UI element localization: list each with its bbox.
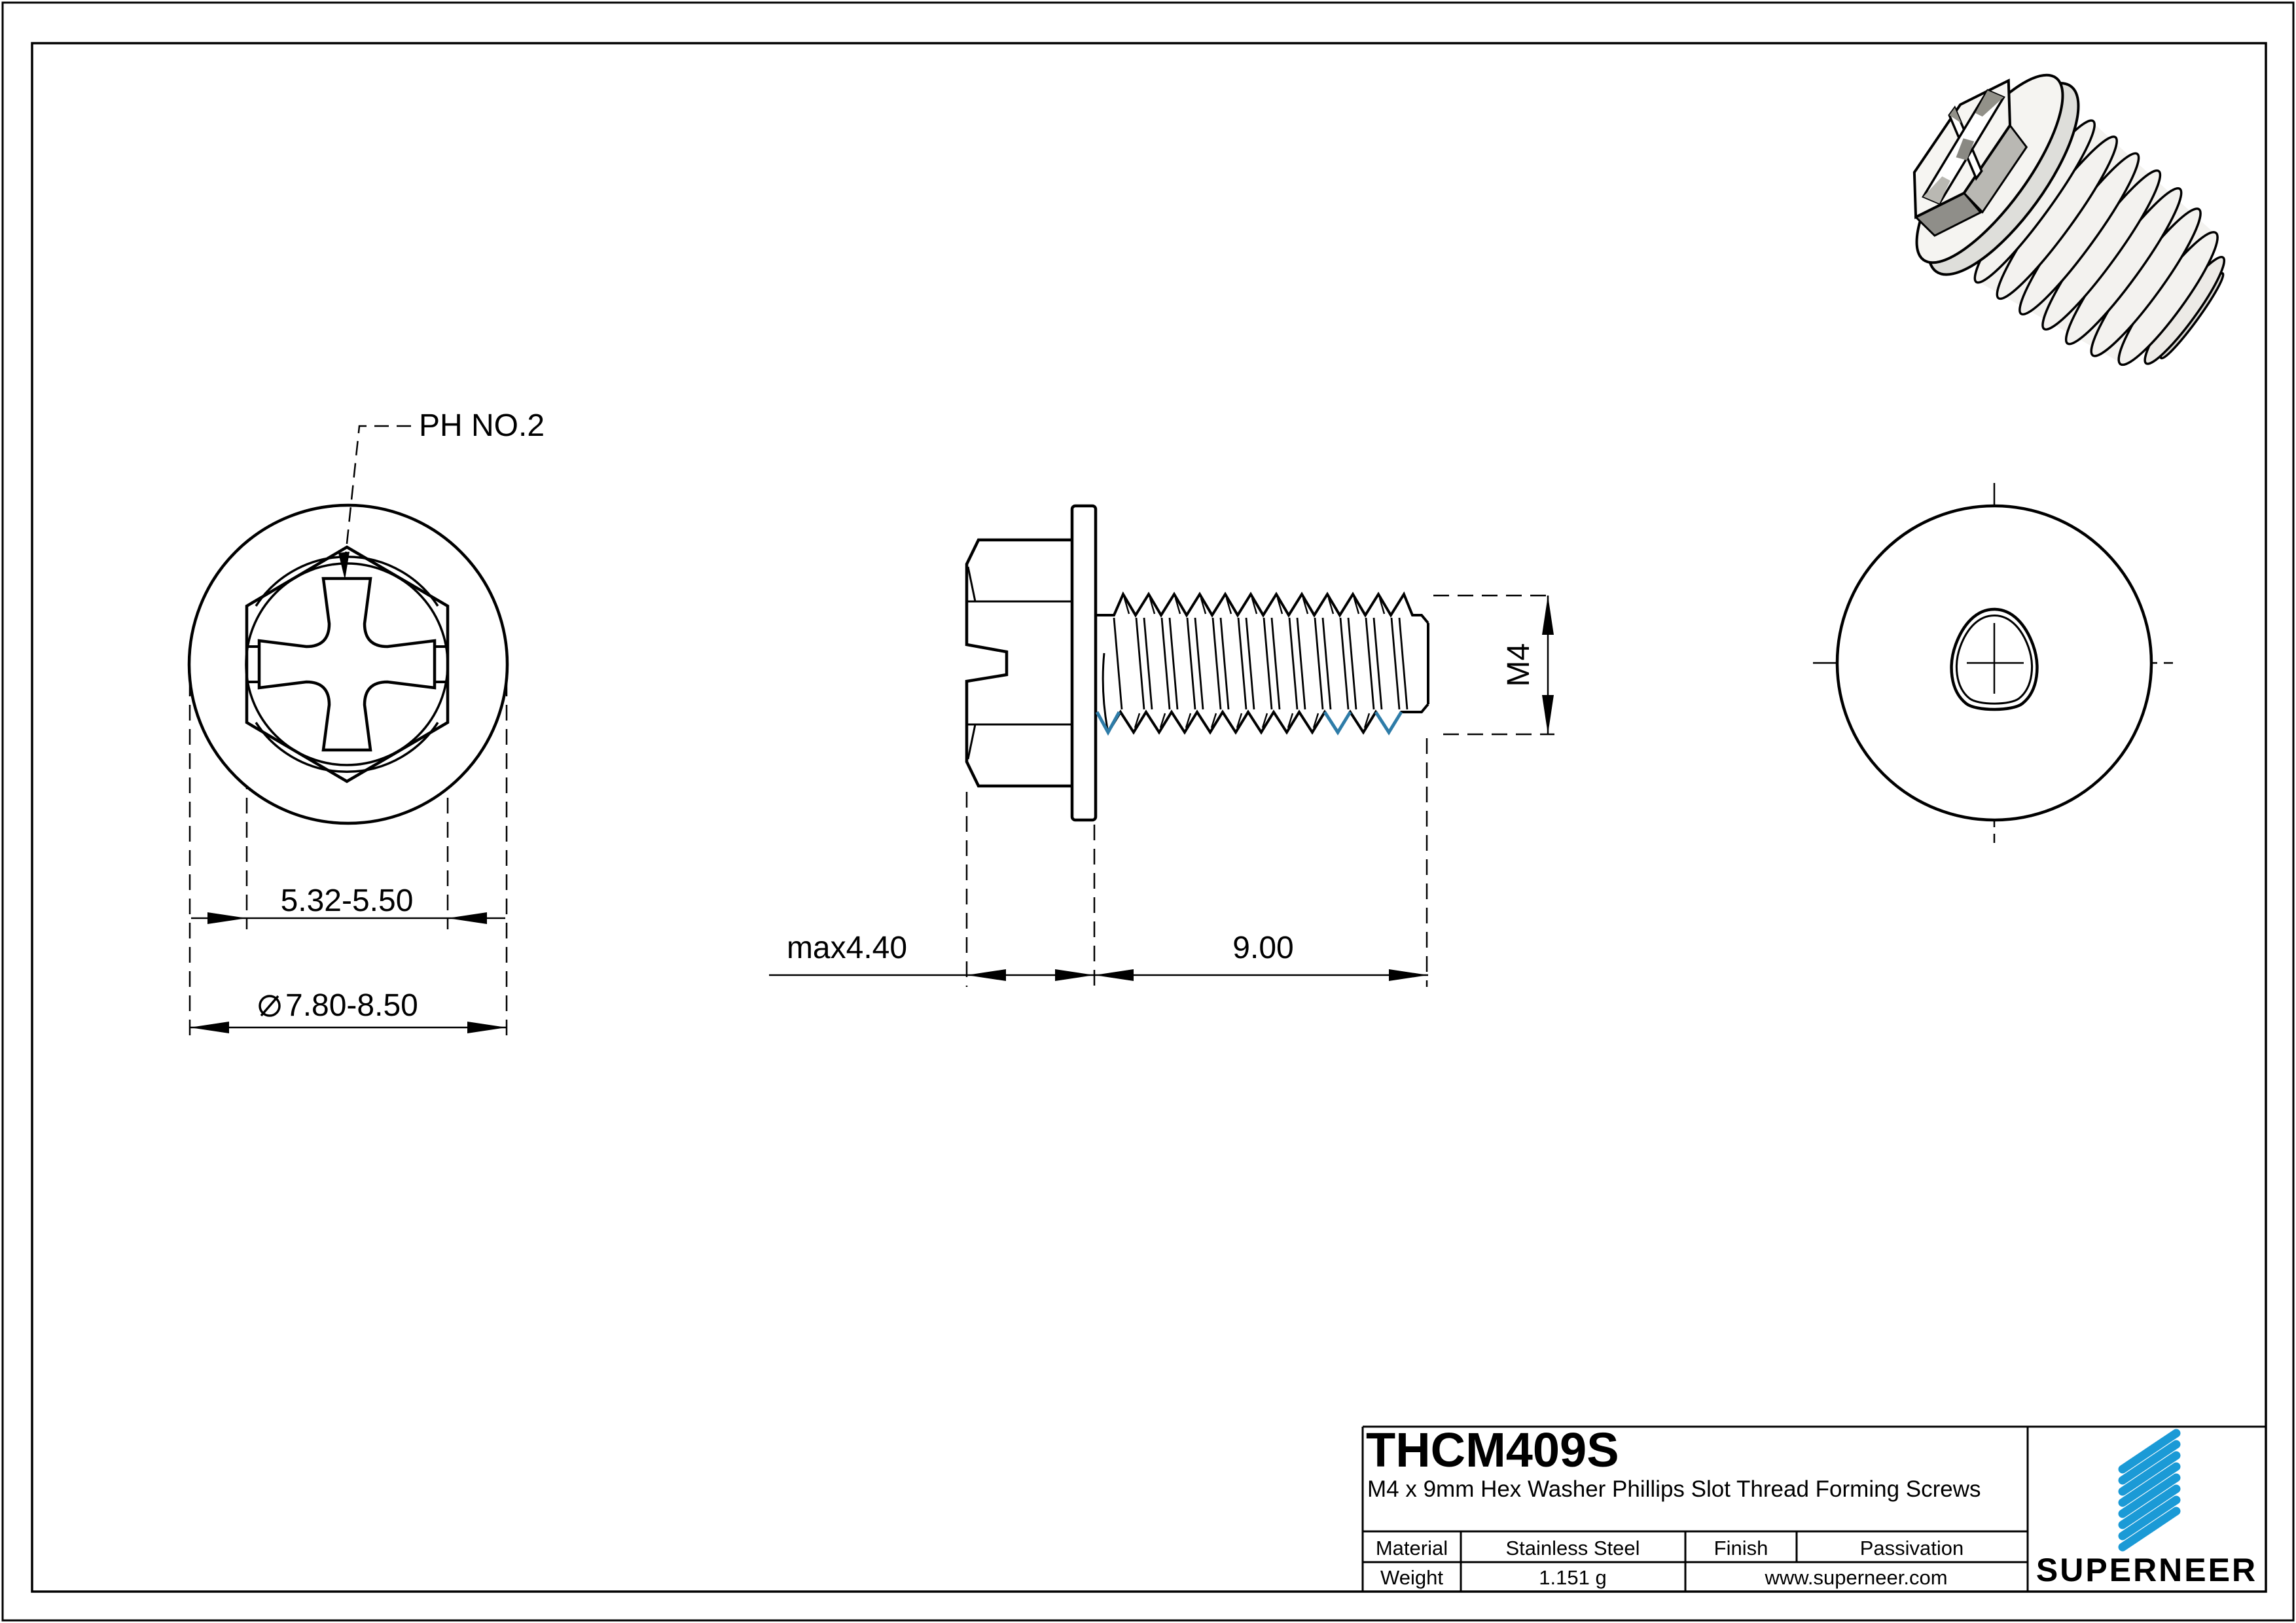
leader-arrowhead xyxy=(338,552,350,580)
inner-border xyxy=(31,42,2267,1593)
part-number: THCM409S xyxy=(1366,1423,1619,1477)
arrowhead xyxy=(967,969,1006,981)
thread-flanks xyxy=(1113,617,1408,710)
ph-label: PH NO.2 xyxy=(419,408,545,443)
washer-flange xyxy=(1070,504,1098,822)
dim-length-label: 9.00 xyxy=(1232,931,1293,965)
iso-view xyxy=(1912,73,2226,366)
material-label: Material xyxy=(1376,1537,1448,1560)
arrowhead xyxy=(467,1022,507,1033)
arrowhead xyxy=(1542,596,1554,635)
weight-value: 1.151 g xyxy=(1539,1566,1606,1589)
iso-hex-head xyxy=(1912,78,2028,237)
phillips-cross xyxy=(257,577,437,752)
iso-phillips-shadow-bottom xyxy=(1923,176,1950,204)
center-ticks xyxy=(1967,623,2024,694)
weight-label: Weight xyxy=(1380,1566,1443,1589)
diameter-symbol xyxy=(259,995,281,1017)
extension-lines xyxy=(965,594,1554,987)
logo-stripes-icon xyxy=(2118,1429,2181,1552)
dim-head-label: max4.40 xyxy=(787,931,907,965)
arrowhead xyxy=(207,912,247,924)
end-view xyxy=(1813,483,2176,846)
dim-dia-label: 7.80-8.50 xyxy=(285,988,418,1023)
ph-leader: PH NO.2 xyxy=(338,408,545,580)
dim-across-flats: 5.32-5.50 xyxy=(191,883,505,924)
thread-forming-accents xyxy=(1095,711,1403,736)
thread-runout xyxy=(1102,652,1109,730)
arrowhead xyxy=(1542,695,1554,734)
part-description: M4 x 9mm Hex Washer Phillips Slot Thread… xyxy=(1367,1476,1981,1502)
dim-flats-label: 5.32-5.50 xyxy=(281,883,414,918)
finish-value: Passivation xyxy=(1860,1537,1964,1560)
arrowhead xyxy=(1389,969,1428,981)
finish-label: Finish xyxy=(1714,1537,1768,1560)
arrowhead xyxy=(1094,969,1134,981)
thread-profile xyxy=(1095,591,1429,736)
iso-phillips-shadow-top xyxy=(1975,90,2004,117)
arrowhead xyxy=(190,1022,229,1033)
extension-lines xyxy=(188,681,508,1042)
dim-washer-dia: 7.80-8.50 xyxy=(190,988,507,1033)
brand-name: SUPERNEER xyxy=(2036,1552,2257,1588)
dim-thread: M4 xyxy=(1501,596,1554,734)
front-view: 5.32-5.50 7.80-8.50 xyxy=(187,408,545,1042)
head-facet-lines xyxy=(967,566,1072,760)
arrowhead xyxy=(448,912,487,924)
title-block-grid xyxy=(1361,1425,2266,1592)
head-profile xyxy=(965,538,1072,788)
iso-slot-shadow xyxy=(1949,107,1962,124)
side-view: max4.40 9.00 M4 xyxy=(769,504,1554,987)
website-link[interactable]: www.superneer.com xyxy=(1764,1566,1947,1589)
brand-logo: SUPERNEER xyxy=(2036,1429,2257,1588)
crest-ticks xyxy=(1123,597,1386,728)
arrowhead xyxy=(1055,969,1094,981)
title-block: THCM409S M4 x 9mm Hex Washer Phillips Sl… xyxy=(1361,1423,2266,1592)
iso-threads xyxy=(1973,119,2219,366)
material-value: Stainless Steel xyxy=(1505,1537,1640,1560)
dim-thread-label: M4 xyxy=(1501,643,1536,687)
chamfer-arc-bottom xyxy=(255,722,439,773)
dim-lengths: max4.40 9.00 xyxy=(769,931,1428,981)
iso-phillips-center xyxy=(1956,138,1975,160)
trilobe xyxy=(1950,607,2039,711)
